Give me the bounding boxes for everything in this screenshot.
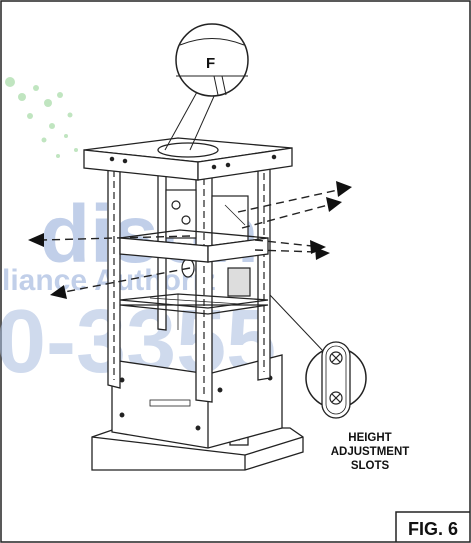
upright-slots [113,162,265,395]
callout-letter: F [206,55,215,72]
removal-arrows [41,189,339,293]
top-plate [83,137,293,181]
detail-callout-f: F [164,23,249,151]
figure-label: FIG. 6 [408,519,458,539]
screw-icon [329,391,343,405]
slot-detail-leader [269,294,325,353]
figure-label-box: FIG. 6 [395,511,470,542]
shelves [119,229,269,330]
blower-assembly [165,189,251,297]
label-line-3: SLOTS [351,460,390,472]
arrowheads [28,181,352,299]
watermark-dots [5,77,78,158]
screw-icon [329,351,343,365]
label-line-2: ADJUSTMENT [331,446,410,458]
label-line-1: HEIGHT [348,432,391,444]
height-adjustment-label: HEIGHT ADJUSTMENT SLOTS [331,432,410,472]
slot-detail-callout [305,341,367,419]
